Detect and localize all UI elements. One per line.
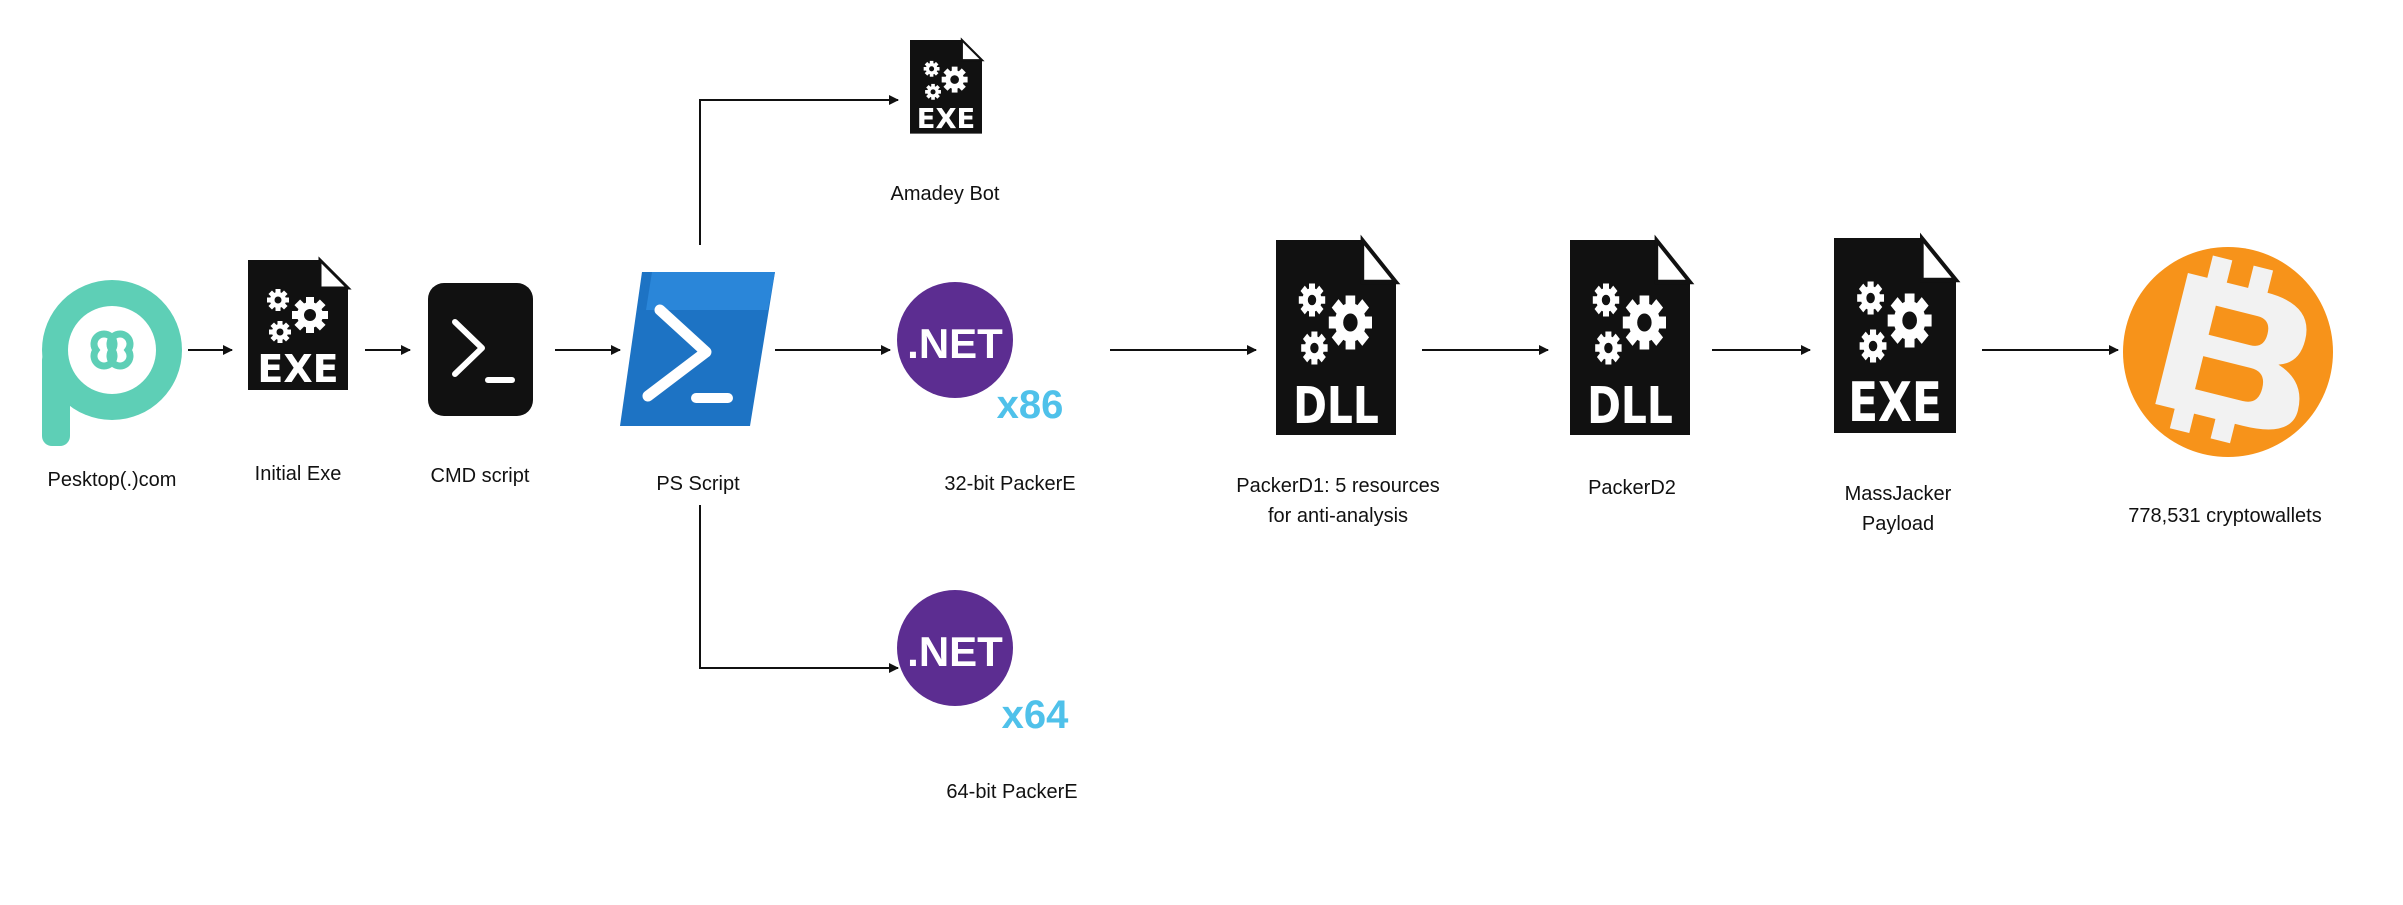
node-amadey-label: Amadey Bot — [891, 183, 1000, 205]
node-packer-e-32-label: 32-bit PackerE — [944, 473, 1075, 495]
exe-file-icon: EXE — [248, 260, 348, 391]
node-wallets-label: 778,531 cryptowallets — [2128, 505, 2321, 527]
node-ps: PS Script — [620, 272, 775, 495]
packer-d1-badge: DLL — [1293, 376, 1379, 436]
node-packer-d1-label-line1: PackerD1: 5 resources — [1236, 475, 1439, 497]
packer-e-32-badge: .NET — [907, 320, 1003, 367]
powershell-icon — [620, 272, 775, 426]
node-massjacker-label-line1: MassJacker — [1845, 483, 1952, 505]
node-wallets: 778,531 cryptowallets — [2123, 247, 2333, 527]
massjacker-badge: EXE — [1848, 371, 1942, 435]
node-cmd: CMD script — [428, 283, 533, 487]
packer-d2-badge: DLL — [1587, 376, 1673, 436]
node-ps-label: PS Script — [656, 473, 740, 495]
node-packer-d2-label: PackerD2 — [1588, 477, 1676, 499]
node-packer-d1: DLL PackerD1: 5 resources for anti-analy… — [1236, 240, 1440, 527]
edge-ps-to-amadey — [699, 95, 899, 245]
dll-file-icon: DLL — [1570, 240, 1690, 435]
packer-e-64-arch: x64 — [1002, 693, 1069, 737]
node-source-label: Pesktop(.)com — [48, 469, 177, 491]
packer-e-32-arch: x86 — [997, 383, 1064, 427]
dll-file-icon: DLL — [1276, 240, 1396, 435]
initial-exe-badge: EXE — [257, 347, 338, 391]
node-initial-exe-label: Initial Exe — [255, 463, 342, 485]
packer-e-64-badge: .NET — [907, 628, 1003, 675]
dotnet-icon: .NET — [897, 590, 1013, 706]
node-cmd-label: CMD script — [431, 465, 530, 487]
node-packer-e-32: .NET x86 32-bit PackerE — [897, 282, 1076, 495]
node-packer-d1-label-line2: for anti-analysis — [1268, 505, 1408, 527]
pesktop-logo-icon — [42, 280, 182, 446]
node-amadey: EXE Amadey Bot — [891, 40, 1000, 205]
node-massjacker: EXE MassJacker Payload — [1834, 238, 1956, 535]
exe-file-icon: EXE — [1834, 238, 1956, 434]
amadey-badge: EXE — [917, 104, 975, 135]
exe-file-icon: EXE — [910, 40, 982, 135]
bitcoin-icon — [2123, 247, 2333, 457]
cmd-terminal-icon — [428, 283, 533, 416]
edges — [188, 95, 2119, 673]
node-source: Pesktop(.)com — [42, 280, 182, 491]
node-packer-d2: DLL PackerD2 — [1570, 240, 1690, 499]
dotnet-icon: .NET — [897, 282, 1013, 398]
node-packer-e-64-label: 64-bit PackerE — [946, 781, 1077, 803]
node-massjacker-label-line2: Payload — [1862, 513, 1934, 535]
node-initial-exe: EXE Initial Exe — [248, 260, 348, 485]
edge-ps-to-packer-e-64 — [699, 505, 899, 673]
node-packer-e-64: .NET x64 64-bit PackerE — [897, 590, 1078, 803]
